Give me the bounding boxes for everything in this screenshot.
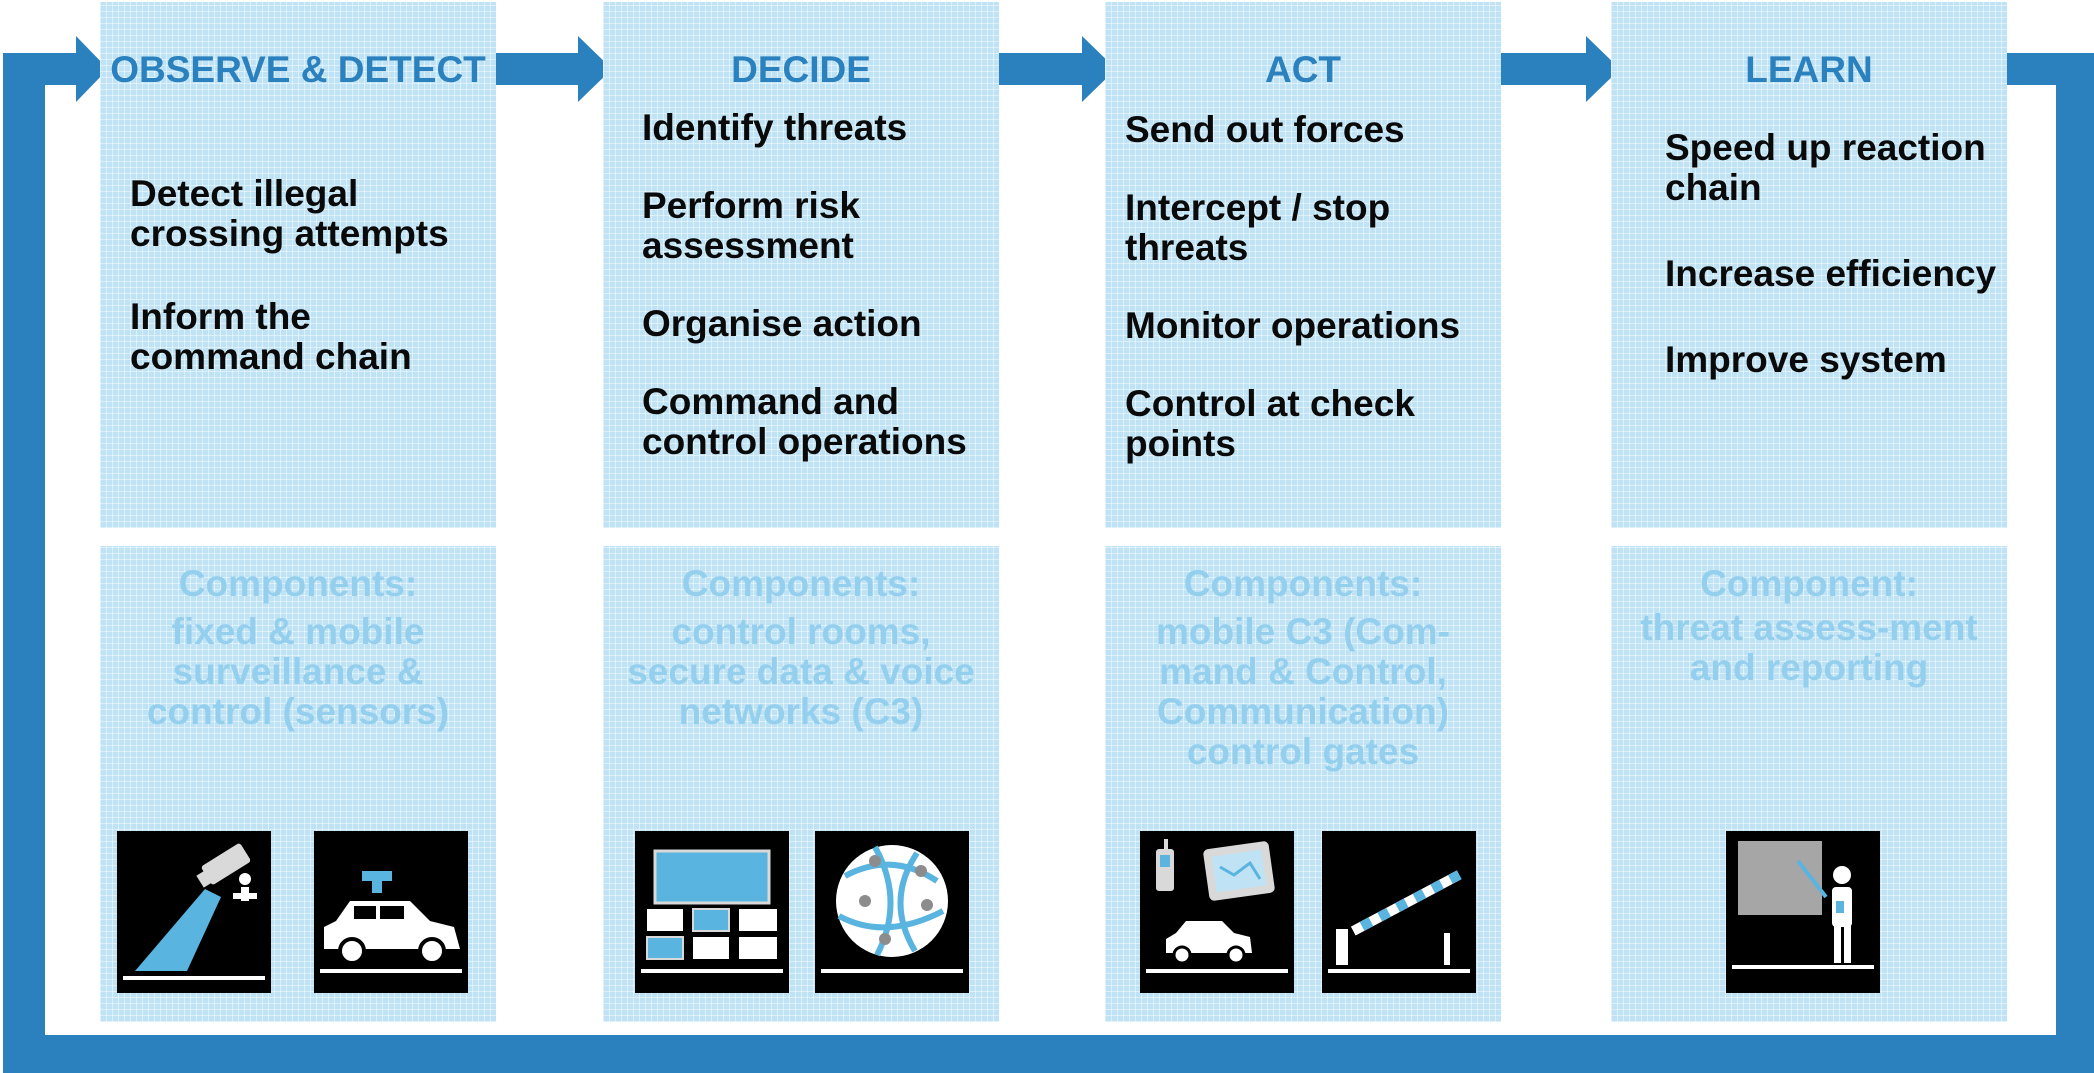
- action-item: Monitor operations: [1125, 305, 1461, 346]
- learn-actions: Speed up reaction chain Increase efficie…: [1611, 128, 2007, 426]
- patrol-vehicle-icon: [314, 831, 468, 993]
- action-item: Organise action: [642, 303, 922, 344]
- loop-left-bar: [3, 53, 45, 1073]
- loop-right-bar: [2056, 53, 2094, 1073]
- act-panel: ACT Send out forces Intercept / stop thr…: [1105, 2, 1501, 528]
- components-text: control rooms, secure data & voice netwo…: [627, 611, 975, 732]
- action-item: Inform the command chain: [130, 296, 412, 377]
- action-item: Increase efficiency: [1665, 253, 1997, 294]
- observe-detect-panel: OBSERVE & DETECT Detect illegal crossing…: [100, 2, 496, 528]
- phase-title-act: ACT: [1264, 49, 1342, 90]
- loop-bottom-bar: [3, 1035, 2094, 1073]
- action-item: Speed up reaction chain: [1665, 127, 1986, 208]
- action-item: Improve system: [1665, 339, 1947, 380]
- presentation-board-icon: [1726, 831, 1880, 993]
- action-item: Identify threats: [642, 107, 908, 148]
- decide-components-panel: Components: control rooms, secure data &…: [603, 546, 999, 1022]
- decide-panel: DECIDE Identify threats Perform risk ass…: [603, 2, 999, 528]
- observe-detect-components-panel: Components: fixed & mobile surveillance …: [100, 546, 496, 1022]
- action-item: Detect illegal crossing attempts: [130, 173, 449, 254]
- learn-panel: LEARN Speed up reaction chain Increase e…: [1611, 2, 2007, 528]
- phase-title-decide: DECIDE: [731, 49, 871, 90]
- phase-title-learn: LEARN: [1745, 49, 1873, 90]
- action-item: Send out forces: [1125, 109, 1405, 150]
- decide-actions: Identify threats Perform risk assessment…: [603, 108, 999, 500]
- components-heading: Components:: [178, 563, 418, 604]
- arrow-decide-to-act: [1082, 36, 1116, 102]
- components-text: fixed & mobile surveillance & control (s…: [146, 611, 450, 732]
- mobile-c3-devices-icon: [1140, 831, 1294, 993]
- arrow-observe-to-decide: [578, 36, 612, 102]
- control-room-monitors-icon: [635, 831, 789, 993]
- components-heading: Components:: [1183, 563, 1423, 604]
- loop-top-right-stub: [2005, 53, 2094, 85]
- action-item: Control at check points: [1125, 383, 1415, 464]
- components-text: threat assess-ment and reporting: [1640, 607, 1978, 688]
- act-actions: Send out forces Intercept / stop threats…: [1105, 110, 1501, 502]
- surveillance-camera-icon: [117, 831, 271, 993]
- arrow-act-to-learn: [1586, 36, 1620, 102]
- action-item: Perform risk assessment: [642, 185, 860, 266]
- observe-detect-actions: Detect illegal crossing attempts Inform …: [100, 174, 496, 420]
- action-item: Intercept / stop threats: [1125, 187, 1391, 268]
- components-heading: Component:: [1700, 563, 1918, 604]
- components-heading: Components:: [681, 563, 921, 604]
- barrier-gate-icon: [1322, 831, 1476, 993]
- network-globe-icon: [815, 831, 969, 993]
- action-item: Command and control operations: [642, 381, 967, 462]
- phase-title-observe-detect: OBSERVE & DETECT: [110, 49, 486, 90]
- components-text: mobile C3 (Com-mand & Control, Communica…: [1156, 611, 1450, 772]
- arrow-into-observe: [76, 36, 108, 102]
- learn-components-panel: Component: threat assess-ment and report…: [1611, 546, 2007, 1022]
- act-components-panel: Components: mobile C3 (Com-mand & Contro…: [1105, 546, 1501, 1022]
